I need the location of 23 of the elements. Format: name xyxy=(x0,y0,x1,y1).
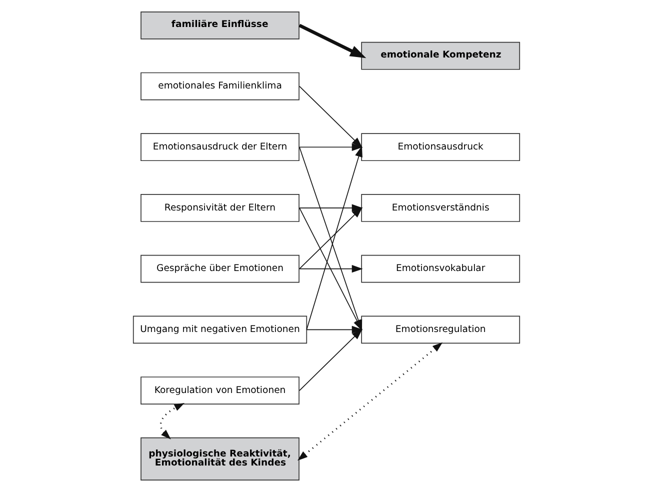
arrow xyxy=(299,204,363,212)
node-box: emotionale Kompetenz xyxy=(361,42,520,70)
node-box: physiologische Reaktivität, Emotionalität des Kindes xyxy=(140,437,300,481)
node-box: Emotionsvokabular xyxy=(361,254,520,283)
node-box: Emotionsregulation xyxy=(361,316,520,344)
arrow xyxy=(306,326,363,334)
node-box: Responsivität der Eltern xyxy=(140,194,300,222)
arrow xyxy=(299,264,363,273)
node-box: emotionales Familienklima xyxy=(140,72,300,100)
arrow xyxy=(299,207,362,270)
arrow xyxy=(297,342,443,461)
arrow xyxy=(160,402,185,440)
arrow xyxy=(298,24,366,58)
arrow xyxy=(299,86,362,148)
node-box: Emotionsausdruck der Eltern xyxy=(140,133,300,162)
node-box: Emotionsausdruck xyxy=(361,133,520,162)
node-box: Emotionsverständnis xyxy=(361,194,520,222)
arrow xyxy=(299,328,362,391)
node-box: familiäre Einflüsse xyxy=(140,11,300,40)
node-box: Umgang mit negativen Emotionen xyxy=(132,316,308,344)
arrow xyxy=(299,143,363,151)
node-box: Gespräche über Emotionen xyxy=(140,254,300,283)
node-box: Koregulation von Emotionen xyxy=(140,376,300,404)
